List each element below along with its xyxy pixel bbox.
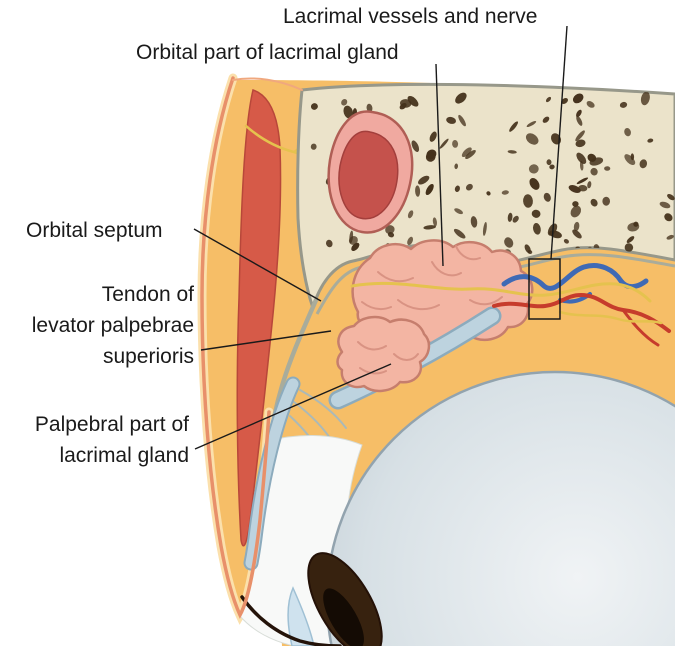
leader-vessels-nerve — [550, 25, 568, 260]
lacrimal-nerve-lower — [558, 310, 663, 325]
lacrimal-nerve — [350, 281, 652, 303]
iris-group — [307, 552, 383, 646]
skin-outline — [200, 76, 271, 619]
leader-orbital-part — [435, 63, 444, 267]
leader-palpebral — [194, 363, 392, 450]
label-orbital-part-of-lacrimal-gland: Orbital part of lacrimal gland — [136, 41, 399, 64]
skin-top-edge — [232, 77, 303, 91]
tarsal-strip — [245, 378, 299, 569]
gland-lobule-lines — [361, 245, 503, 311]
label-lacrimal-vessels-and-nerve: Lacrimal vessels and nerve — [283, 5, 538, 28]
palpebral-lobule-lines — [357, 341, 419, 375]
lacrimal-artery — [492, 292, 671, 333]
leader-tendon — [200, 330, 332, 351]
frontal-sinus-inner — [338, 130, 399, 220]
pupil — [323, 588, 364, 646]
lacrimal-artery-branch — [621, 308, 660, 347]
leader-orbital-septum — [193, 228, 322, 302]
detail-box — [528, 258, 561, 320]
label-orbital-septum: Orbital septum — [26, 219, 163, 242]
label-tendon-of-levator-palpebrae-superioris: Tendon of levator palpebrae superioris — [31, 283, 194, 368]
cornea — [287, 586, 315, 646]
label-palpebral-part-of-lacrimal-gland: Palpebral part of lacrimal gland — [34, 413, 189, 467]
lacrimal-gland-palpebral-part — [336, 315, 431, 393]
